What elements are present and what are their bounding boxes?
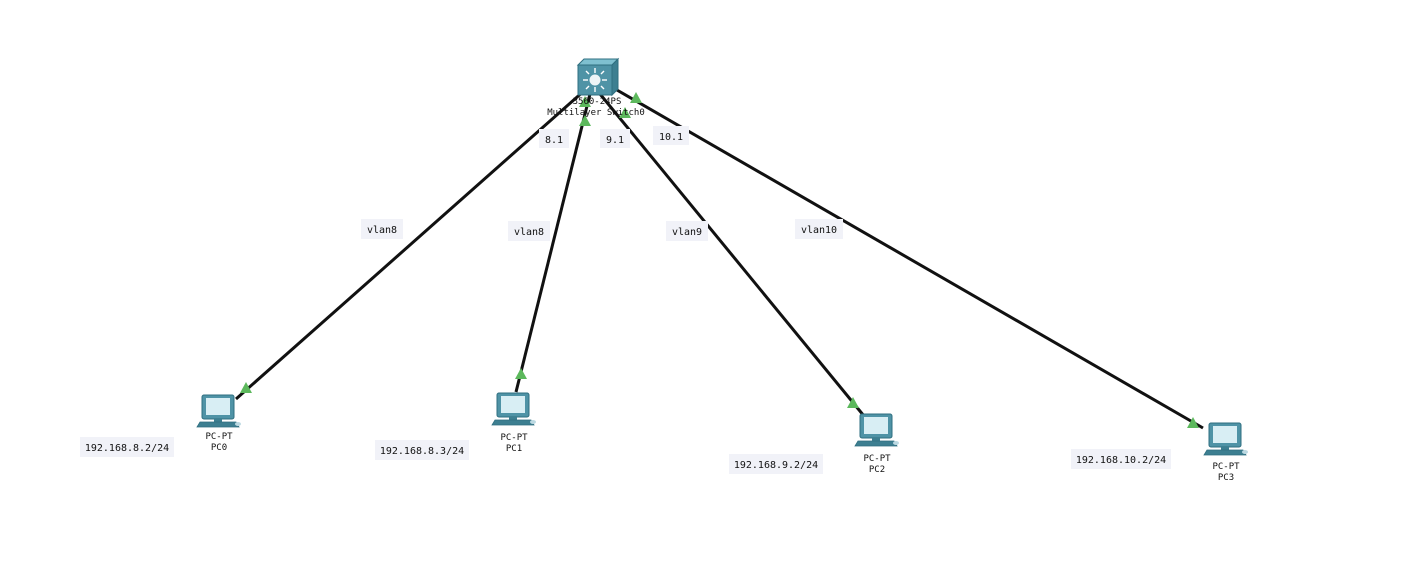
link-up-indicator bbox=[619, 107, 631, 118]
link-up-indicator bbox=[630, 92, 642, 103]
link-status-indicators bbox=[240, 92, 1199, 428]
note-gw-vlan9[interactable]: 9.1 bbox=[600, 129, 630, 148]
note-link-pc2[interactable]: vlan9 bbox=[666, 221, 708, 241]
note-text: vlan10 bbox=[801, 225, 837, 236]
link-switch-pc0[interactable] bbox=[235, 88, 586, 401]
note-link-pc0[interactable]: vlan8 bbox=[361, 219, 403, 239]
links bbox=[235, 84, 1204, 430]
pc-model-label: PC-PT bbox=[500, 433, 528, 443]
note-ip-pc2[interactable]: 192.168.9.2/24 bbox=[729, 454, 823, 474]
pc-name-label: PC1 bbox=[506, 444, 522, 454]
link-up-indicator bbox=[240, 382, 252, 393]
pc-model-label: PC-PT bbox=[1212, 462, 1240, 472]
note-ip-pc3[interactable]: 192.168.10.2/24 bbox=[1071, 449, 1171, 469]
note-text: 10.1 bbox=[659, 132, 683, 143]
pc-icon bbox=[854, 413, 899, 447]
pc-name-label: PC2 bbox=[869, 465, 885, 475]
pc-1[interactable]: PC-PT PC1 bbox=[491, 392, 536, 454]
link-switch-pc1[interactable] bbox=[514, 93, 592, 393]
link-up-indicator bbox=[515, 368, 527, 379]
note-text: 192.168.10.2/24 bbox=[1076, 455, 1166, 466]
note-text: vlan8 bbox=[367, 225, 397, 236]
note-ip-pc0[interactable]: 192.168.8.2/24 bbox=[80, 437, 174, 457]
link-up-indicator bbox=[579, 96, 591, 107]
note-text: 9.1 bbox=[606, 135, 624, 146]
note-text: vlan8 bbox=[514, 227, 544, 238]
pc-3[interactable]: PC-PT PC3 bbox=[1203, 422, 1248, 483]
note-gw-vlan10[interactable]: 10.1 bbox=[653, 126, 689, 145]
note-ip-pc1[interactable]: 192.168.8.3/24 bbox=[375, 440, 469, 460]
note-text: 192.168.8.2/24 bbox=[85, 443, 169, 454]
switch-name-label: Multilayer Switch0 bbox=[547, 108, 645, 118]
link-switch-pc2[interactable] bbox=[598, 93, 866, 417]
note-link-pc1[interactable]: vlan8 bbox=[508, 221, 550, 241]
link-up-indicator bbox=[579, 115, 591, 126]
link-switch-pc3[interactable] bbox=[609, 84, 1204, 430]
pc-0[interactable]: PC-PT PC0 bbox=[196, 394, 241, 453]
pc-icon bbox=[196, 394, 241, 428]
note-gw-vlan8[interactable]: 8.1 bbox=[539, 129, 569, 148]
pc-icon bbox=[491, 392, 536, 426]
pc-name-label: PC3 bbox=[1218, 473, 1234, 483]
note-link-pc3[interactable]: vlan10 bbox=[795, 219, 843, 239]
pc-name-label: PC0 bbox=[211, 443, 227, 453]
multilayer-switch-icon bbox=[576, 57, 620, 97]
note-text: 8.1 bbox=[545, 135, 563, 146]
link-up-indicator bbox=[847, 397, 859, 408]
note-text: 192.168.8.3/24 bbox=[380, 446, 464, 457]
pc-2[interactable]: PC-PT PC2 bbox=[854, 413, 899, 475]
switch-model-label: 3560-24PS bbox=[573, 97, 622, 107]
pc-model-label: PC-PT bbox=[863, 454, 891, 464]
note-text: vlan9 bbox=[672, 227, 702, 238]
pc-model-label: PC-PT bbox=[205, 432, 233, 442]
multilayer-switch[interactable]: 3560-24PS Multilayer Switch0 bbox=[547, 57, 645, 118]
pc-icon bbox=[1203, 422, 1248, 456]
note-text: 192.168.9.2/24 bbox=[734, 460, 818, 471]
link-up-indicator bbox=[1187, 417, 1199, 428]
